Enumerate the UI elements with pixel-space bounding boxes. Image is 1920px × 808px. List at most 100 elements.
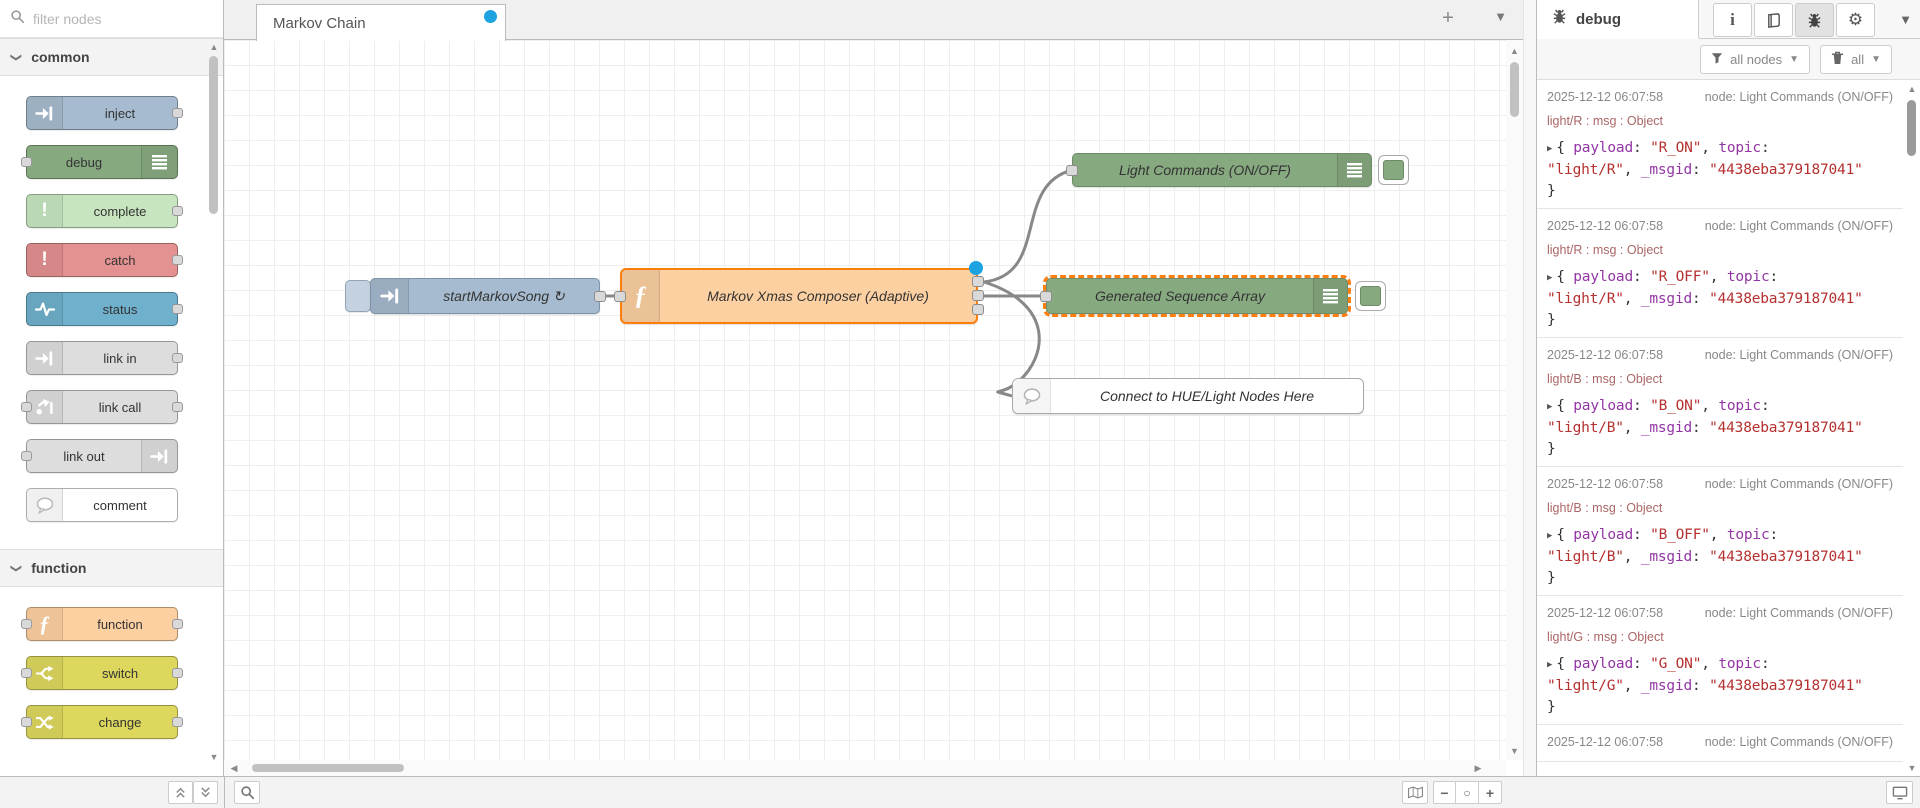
node-comment-hue[interactable]: Connect to HUE/Light Nodes Here bbox=[1012, 378, 1364, 414]
scrollbar-thumb[interactable] bbox=[209, 56, 218, 214]
comment-icon bbox=[1013, 379, 1051, 413]
scroll-right-icon[interactable]: ▶ bbox=[1474, 763, 1482, 773]
scroll-up-icon[interactable]: ▲ bbox=[1907, 84, 1917, 94]
expand-arrow-icon[interactable]: ▶ bbox=[1547, 660, 1553, 670]
output-port-1[interactable] bbox=[972, 276, 984, 287]
palette-search[interactable] bbox=[0, 0, 223, 38]
palette-node-debug[interactable]: debug bbox=[21, 145, 178, 179]
output-port[interactable] bbox=[172, 353, 183, 363]
palette-collapse-all-button[interactable] bbox=[168, 781, 193, 804]
debug-source-node: node: Light Commands (ON/OFF) bbox=[1704, 606, 1893, 620]
expand-arrow-icon[interactable]: ▶ bbox=[1547, 402, 1553, 412]
output-port[interactable] bbox=[172, 108, 183, 118]
output-port[interactable] bbox=[172, 255, 183, 265]
expand-arrow-icon[interactable]: ▶ bbox=[1547, 144, 1553, 154]
tab-list-chevron-down-icon[interactable]: ▼ bbox=[1494, 9, 1507, 24]
expand-arrow-icon[interactable]: ▶ bbox=[1547, 531, 1553, 541]
input-port[interactable] bbox=[21, 402, 32, 412]
scroll-down-icon[interactable]: ▼ bbox=[209, 752, 219, 762]
input-port[interactable] bbox=[21, 157, 32, 167]
change-icon bbox=[27, 706, 63, 738]
config-gear-button[interactable]: ⚙ bbox=[1836, 3, 1875, 37]
input-port[interactable] bbox=[21, 451, 32, 461]
debug-timestamp: 2025-12-12 06:07:58 bbox=[1547, 477, 1664, 491]
scrollbar-thumb[interactable] bbox=[252, 764, 404, 772]
node-label: Light Commands (ON/OFF) bbox=[1119, 162, 1291, 178]
debug-clear-dropdown[interactable]: all ▼ bbox=[1820, 44, 1892, 74]
input-port[interactable] bbox=[21, 619, 32, 629]
scroll-down-icon[interactable]: ▼ bbox=[1907, 763, 1917, 773]
palette-scrollbar[interactable]: ▲ ▼ bbox=[207, 40, 221, 770]
debug-list-icon bbox=[1313, 279, 1347, 313]
help-book-button[interactable] bbox=[1754, 3, 1793, 37]
info-button[interactable]: i bbox=[1713, 3, 1752, 37]
tab-markov-chain[interactable]: Markov Chain bbox=[256, 4, 506, 41]
scroll-up-icon[interactable]: ▲ bbox=[209, 42, 219, 52]
output-port[interactable] bbox=[172, 717, 183, 727]
node-light-commands[interactable]: Light Commands (ON/OFF) bbox=[1066, 153, 1372, 187]
scroll-left-icon[interactable]: ◀ bbox=[230, 763, 238, 773]
comment-icon bbox=[27, 489, 63, 521]
palette-node-comment[interactable]: comment bbox=[26, 488, 178, 522]
node-markov-xmas-composer[interactable]: ƒ Markov Xmas Composer (Adaptive) bbox=[614, 261, 984, 324]
debug-enable-toggle[interactable] bbox=[1355, 281, 1386, 311]
output-port-2[interactable] bbox=[972, 290, 984, 301]
add-flow-button[interactable]: + bbox=[1442, 7, 1454, 29]
inject-button[interactable] bbox=[345, 280, 371, 312]
debug-scrollbar[interactable]: ▲ ▼ bbox=[1904, 82, 1920, 775]
scroll-up-icon[interactable]: ▲ bbox=[1510, 46, 1519, 56]
output-port[interactable] bbox=[172, 668, 183, 678]
wire[interactable] bbox=[983, 280, 1041, 398]
palette-node-status[interactable]: status bbox=[26, 292, 183, 326]
palette-node-inject[interactable]: inject bbox=[26, 96, 183, 130]
palette-expand-all-button[interactable] bbox=[193, 781, 218, 804]
sidebar-resize-handle[interactable] bbox=[1523, 0, 1537, 776]
output-port[interactable] bbox=[172, 619, 183, 629]
palette-node-catch[interactable]: !catch bbox=[26, 243, 183, 277]
zoom-out-button[interactable]: − bbox=[1433, 781, 1456, 804]
navigator-map-button[interactable] bbox=[1402, 781, 1428, 804]
palette-node-link-call[interactable]: link call bbox=[21, 390, 183, 424]
input-port[interactable] bbox=[1040, 291, 1052, 302]
output-port[interactable] bbox=[172, 402, 183, 412]
function-icon: ƒ bbox=[622, 270, 660, 322]
scroll-down-icon[interactable]: ▼ bbox=[1510, 746, 1519, 756]
canvas-vertical-scrollbar[interactable]: ▲ ▼ bbox=[1506, 40, 1523, 760]
debug-enable-toggle[interactable] bbox=[1378, 155, 1409, 185]
palette-node-link-in[interactable]: link in bbox=[26, 341, 183, 375]
output-port[interactable] bbox=[594, 291, 606, 302]
palette-node-link-out[interactable]: link out bbox=[21, 439, 178, 473]
flow-canvas[interactable]: startMarkovSong ↻ ƒ Markov Xmas Composer… bbox=[224, 40, 1506, 760]
output-port-3[interactable] bbox=[972, 304, 984, 315]
search-flows-button[interactable] bbox=[234, 781, 260, 804]
canvas-horizontal-scrollbar[interactable]: ◀ ▶ bbox=[224, 760, 1506, 776]
arrow-in-icon bbox=[27, 97, 63, 129]
palette-node-complete[interactable]: !complete bbox=[26, 194, 183, 228]
debug-filter-dropdown[interactable]: all nodes ▼ bbox=[1700, 44, 1811, 74]
sidebar-tab-debug[interactable]: debug bbox=[1537, 0, 1699, 39]
node-generated-sequence-array[interactable]: Generated Sequence Array bbox=[1040, 275, 1351, 317]
scrollbar-thumb[interactable] bbox=[1907, 100, 1916, 156]
scrollbar-thumb[interactable] bbox=[1510, 62, 1519, 117]
palette-category-common[interactable]: ❯common bbox=[0, 38, 223, 76]
input-port[interactable] bbox=[614, 291, 626, 302]
input-port[interactable] bbox=[21, 668, 32, 678]
input-port[interactable] bbox=[1066, 165, 1078, 176]
palette-filter-input[interactable] bbox=[33, 10, 183, 27]
node-start-markov-song[interactable]: startMarkovSong ↻ bbox=[370, 278, 606, 314]
wire[interactable] bbox=[983, 168, 1073, 284]
palette-node-change[interactable]: change bbox=[21, 705, 183, 739]
zoom-reset-button[interactable]: ○ bbox=[1456, 781, 1479, 804]
expand-arrow-icon[interactable]: ▶ bbox=[1547, 273, 1553, 283]
output-port[interactable] bbox=[172, 206, 183, 216]
debug-messages-button[interactable] bbox=[1795, 3, 1834, 37]
palette-category-function[interactable]: ❯function bbox=[0, 549, 223, 587]
sidebar-menu-chevron-down-icon[interactable]: ▼ bbox=[1899, 12, 1912, 27]
palette-node-switch[interactable]: switch bbox=[21, 656, 183, 690]
open-debug-window-button[interactable] bbox=[1886, 781, 1913, 804]
output-port[interactable] bbox=[172, 304, 183, 314]
zoom-in-button[interactable]: + bbox=[1479, 781, 1502, 804]
input-port[interactable] bbox=[21, 717, 32, 727]
